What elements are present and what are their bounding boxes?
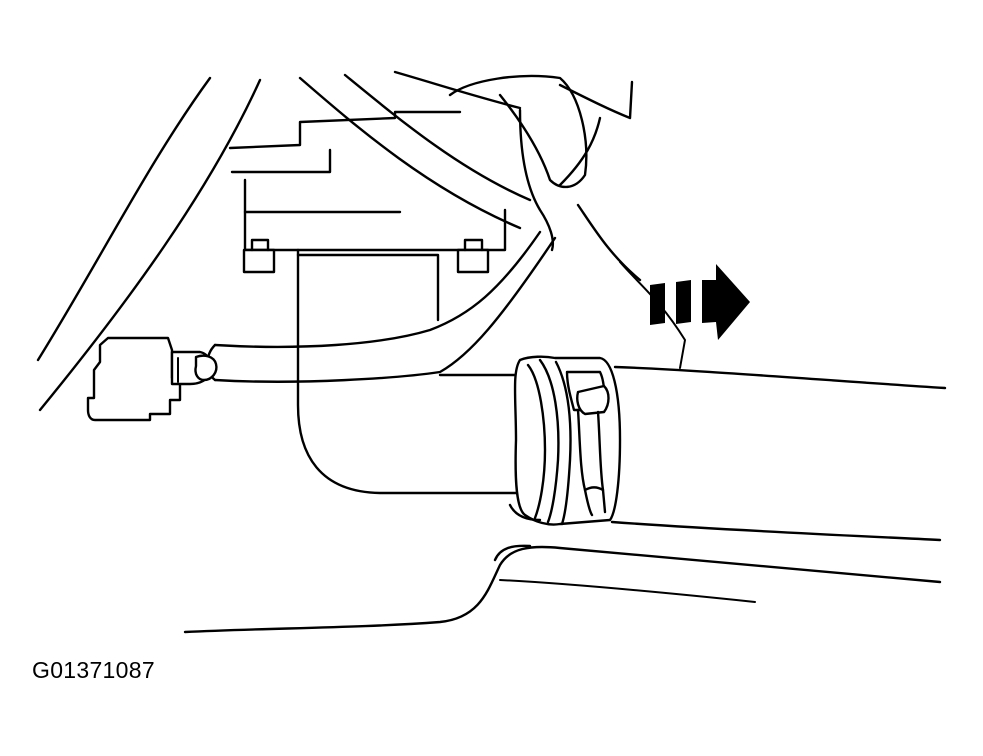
upper-left-hoses (36, 76, 262, 412)
chassis-rail (183, 544, 942, 634)
sensor-connector (86, 336, 218, 422)
hose-clamp (508, 355, 622, 526)
main-hose (438, 365, 947, 542)
figure-code: G01371087 (32, 657, 155, 683)
upper-hose-bundle (298, 70, 642, 282)
direction-arrow-icon (650, 264, 750, 340)
engine-block (228, 110, 522, 495)
